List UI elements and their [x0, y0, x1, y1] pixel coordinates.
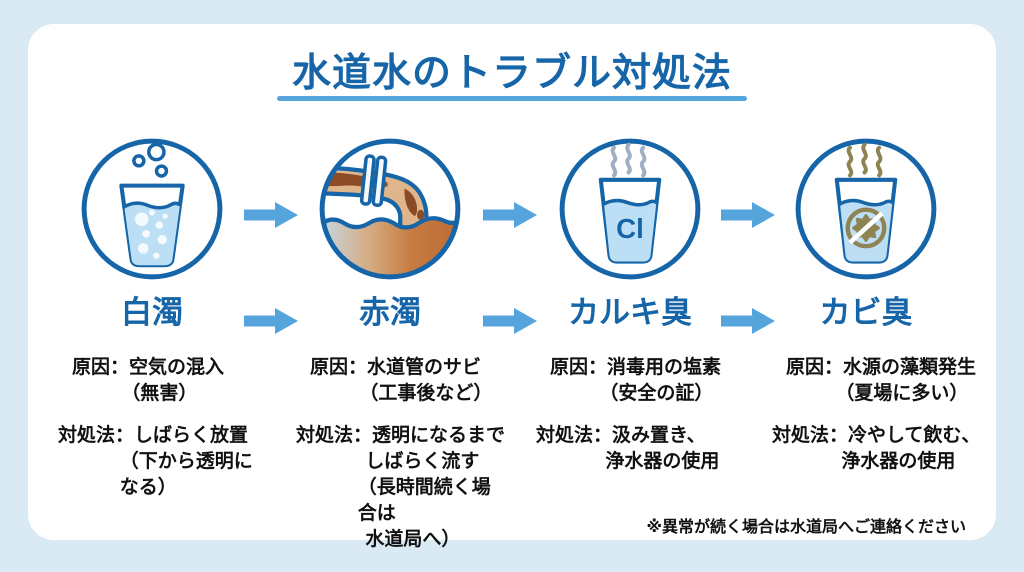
- column-chlorine-smell: Cl カルキ臭 原因：消毒用の塩素 （安全の証） 対処法：汲み置き、 浄水器の使…: [512, 136, 748, 475]
- air-bubble: [154, 164, 169, 178]
- column-texts: 原因：空気の混入 （無害） 対処法：しばらく放置 （下から透明になる）: [58, 355, 270, 501]
- smell-steam-icon: [846, 142, 883, 178]
- chlorine-glass-icon: Cl: [559, 138, 701, 280]
- cause-block: 原因：水道管のサビ （工事後など）: [310, 355, 508, 407]
- rust-deposit: [417, 209, 425, 220]
- cause-line: 原因：消毒用の塩素: [550, 357, 722, 378]
- column-label: カビ臭: [819, 295, 913, 330]
- cause-line: 原因：空気の混入: [72, 357, 225, 378]
- column-texts: 原因：水源の藻類発生 （夏場に多い） 対処法：冷やして飲む、 浄水器の使用: [772, 355, 984, 475]
- rusty-water: [324, 218, 456, 275]
- remedy-block: 対処法：汲み置き、 浄水器の使用: [536, 423, 748, 475]
- remedy-line: （下から透明になる）: [119, 451, 253, 498]
- mold-glass-icon: [795, 138, 937, 280]
- content-card: [28, 24, 996, 540]
- mold-symbol-icon: [845, 207, 887, 249]
- remedy-line: 対処法：汲み置き、: [536, 425, 706, 446]
- cause-line: （安全の証）: [599, 383, 714, 404]
- air-bubble: [132, 154, 146, 168]
- water-fill: [604, 200, 657, 262]
- water-surface-line: [122, 201, 182, 210]
- pipe-coupling: [359, 154, 388, 208]
- water-surface-line: [324, 216, 456, 230]
- column-texts: 原因：水道管のサビ （工事後など） 対処法：透明になるまで しばらく流す （長時…: [296, 355, 508, 553]
- rusty-pipe-icon: [317, 136, 463, 282]
- remedy-block: 対処法：透明になるまで しばらく流す （長時間続く場合は 水道局へ）: [296, 423, 508, 553]
- flow-arrow-icon: [721, 202, 775, 228]
- water-surface-line: [838, 198, 895, 207]
- column-red-turbidity: 赤濁 原因：水道管のサビ （工事後など） 対処法：透明になるまで しばらく流す …: [272, 136, 508, 553]
- column-label: カルキ臭: [568, 295, 692, 330]
- cause-block: 原因：空気の混入 （無害）: [72, 355, 270, 407]
- remedy-line: 水道局へ）: [365, 529, 461, 550]
- remedy-line: 対処法：しばらく放置: [58, 425, 249, 446]
- remedy-block: 対処法：冷やして飲む、 浄水器の使用: [772, 423, 984, 475]
- water-surface-line: [602, 198, 659, 207]
- chlorine-symbol: Cl: [616, 213, 644, 244]
- flow-arrow-icon: [244, 202, 298, 228]
- flow-arrow-icon: [483, 308, 537, 334]
- cause-line: （夏場に多い）: [835, 383, 969, 404]
- remedy-line: 対処法：冷やして飲む、: [772, 425, 981, 446]
- air-bubble: [147, 142, 166, 162]
- column-texts: 原因：消毒用の塩素 （安全の証） 対処法：汲み置き、 浄水器の使用: [536, 355, 748, 475]
- cause-block: 原因：水源の藻類発生 （夏場に多い）: [786, 355, 984, 407]
- flow-arrow-icon: [483, 202, 537, 228]
- mold-glass-icon: [793, 136, 939, 282]
- remedy-block: 対処法：しばらく放置 （下から透明になる）: [58, 423, 270, 501]
- rusty-pipe-icon: [319, 138, 461, 280]
- column-white-turbidity: 白濁 原因：空気の混入 （無害） 対処法：しばらく放置 （下から透明になる）: [34, 136, 270, 501]
- remedy-line: （長時間続く場合は: [357, 477, 491, 524]
- cause-block: 原因：消毒用の塩素 （安全の証）: [550, 355, 748, 407]
- rust-deposit: [404, 188, 418, 217]
- cause-line: （無害）: [121, 383, 198, 404]
- column-label: 白濁: [121, 295, 183, 330]
- remedy-line: 浄水器の使用: [605, 451, 720, 472]
- smell-steam-icon: [610, 142, 647, 178]
- footer-note: ※異常が続く場合は水道局へご連絡ください: [646, 519, 966, 536]
- flow-arrow-icon: [721, 308, 775, 334]
- cause-line: 原因：水源の藻類発生: [786, 357, 977, 378]
- column-label: 赤濁: [359, 295, 421, 330]
- bubbly-water-glass-icon: [79, 136, 225, 282]
- remedy-line: 浄水器の使用: [841, 451, 956, 472]
- remedy-line: 対処法：透明になるまで: [296, 425, 506, 446]
- cause-line: 原因：水道管のサビ: [310, 357, 482, 378]
- column-mold-smell: カビ臭 原因：水源の藻類発生 （夏場に多い） 対処法：冷やして飲む、 浄水器の使…: [748, 136, 984, 475]
- water-bubbles: [135, 209, 168, 259]
- bubbly-water-glass-icon: [81, 138, 223, 280]
- title-underline: [277, 96, 747, 101]
- remedy-line: しばらく流す: [365, 451, 480, 472]
- flow-arrow-icon: [244, 308, 298, 334]
- page-title: 水道水のトラブル対処法: [291, 52, 732, 95]
- chlorine-glass-icon: Cl: [557, 136, 703, 282]
- cause-line: （工事後など）: [359, 383, 493, 404]
